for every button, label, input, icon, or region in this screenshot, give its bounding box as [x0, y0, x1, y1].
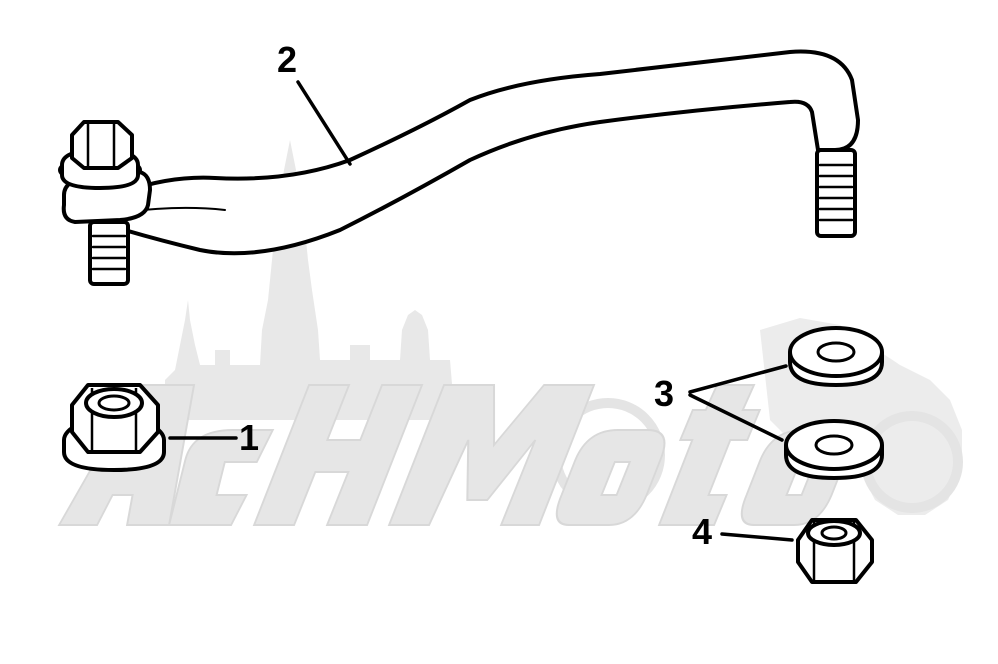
stabilizer-link-bar [58, 49, 860, 286]
watermark [57, 140, 963, 526]
leader-line-3a [688, 364, 788, 394]
washer-lower [784, 419, 884, 481]
washer-upper [788, 326, 884, 388]
callout-number-2: 2 [277, 39, 298, 80]
callout-number-3: 3 [654, 373, 675, 414]
leader-lines [168, 80, 794, 542]
left-threaded-stud [88, 220, 130, 286]
flange-nut [62, 383, 166, 472]
left-bolt-head [70, 120, 134, 170]
right-threaded-stud [815, 148, 857, 238]
callout-number-1: 1 [239, 417, 260, 458]
leader-line-3b [688, 393, 784, 442]
leader-line-2 [296, 80, 352, 166]
link-bar-body [103, 49, 860, 256]
hex-nut [796, 518, 874, 584]
watermark-skyline [165, 140, 455, 420]
watermark-wordmark [57, 384, 851, 526]
callout-number-4: 4 [692, 511, 713, 552]
leader-line-4 [720, 532, 794, 542]
